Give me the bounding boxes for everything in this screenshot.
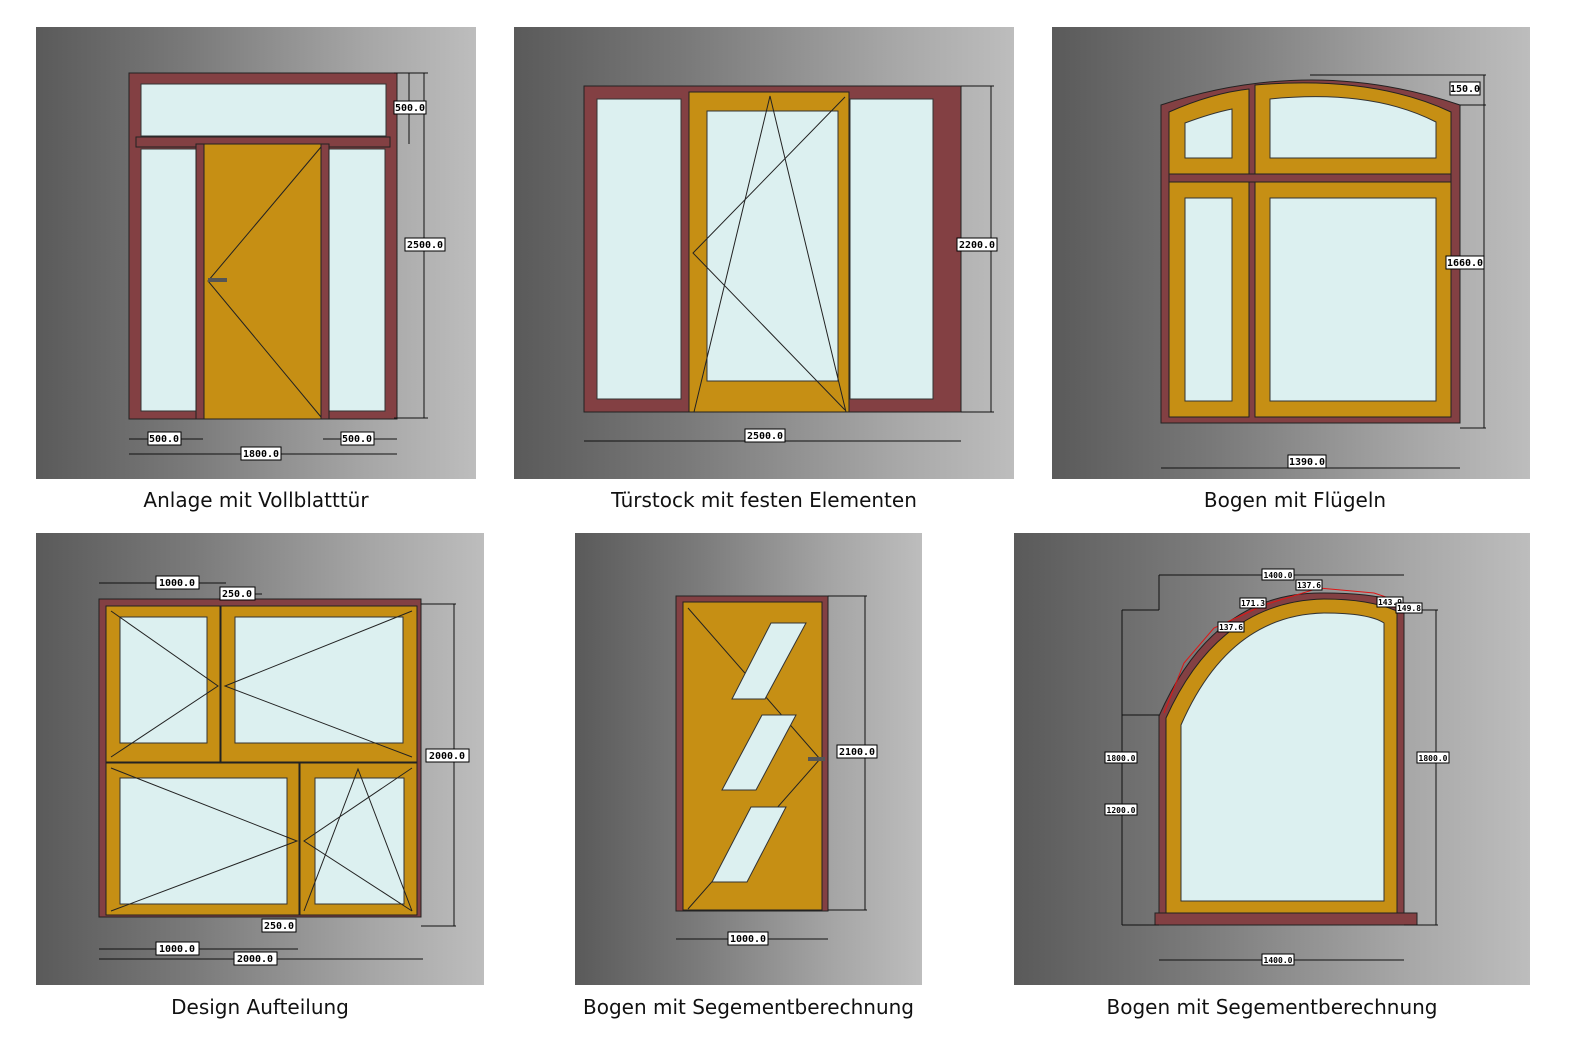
drawing-panel-1: 500.0 2500.0 500.0 500.0 1800.0 (36, 27, 476, 479)
glass-bottom-left (119, 777, 288, 905)
door-glass (706, 110, 839, 382)
caption-4: Design Aufteilung (171, 995, 349, 1019)
dim-bottom-width: 1400.0 (1264, 956, 1293, 965)
right-lower-glass (1269, 197, 1437, 402)
drawing-panel-6: 1400.0 1800.0 1200.0 1800.0 1400.0 137.6… (1014, 533, 1530, 985)
dim-total-height: 2100.0 (839, 747, 875, 758)
dim-right-side-width: 500.0 (342, 434, 372, 445)
dim-left-spring-height: 1200.0 (1107, 806, 1136, 815)
glass-top-right (234, 616, 404, 744)
design-division-drawing: 1000.0 250.0 2000.0 250.0 1000.0 2000.0 (98, 575, 470, 966)
design-glass-3 (711, 806, 787, 883)
drawing-panel-2: 2200.0 2500.0 (514, 27, 1014, 479)
left-upper-glass (1184, 108, 1233, 159)
dim-total-width: 1390.0 (1289, 457, 1325, 468)
design-glass-2 (721, 714, 797, 791)
caption-2: Türstock mit festen Elementen (611, 488, 917, 512)
dim-bottom-split: 1000.0 (159, 944, 195, 955)
door-system-full-leaf-drawing: 500.0 2500.0 500.0 500.0 1800.0 (128, 72, 446, 461)
arch-with-sashes-drawing: 150.0 1660.0 1390.0 (1160, 74, 1486, 469)
drawing-panel-4: 1000.0 250.0 2000.0 250.0 1000.0 2000.0 (36, 533, 484, 985)
dim-top-offset: 250.0 (222, 589, 252, 600)
caption-6: Bogen mit Segementberechnung (1106, 995, 1438, 1019)
drawing-panel-3: 150.0 1660.0 1390.0 (1052, 27, 1530, 479)
door-handle-icon (808, 757, 825, 761)
dim-top-width: 1400.0 (1264, 571, 1293, 580)
caption-5: Bogen mit Segementberechnung (582, 995, 914, 1019)
dim-right-height: 1800.0 (1419, 754, 1448, 763)
drawing-panel-5: 2100.0 1000.0 (575, 533, 922, 985)
tilt-indicator-bottom-right (303, 767, 413, 912)
dim-top-light-height: 500.0 (395, 103, 425, 114)
dim-segment-3: 137.6 (1297, 581, 1321, 590)
dim-bottom-offset: 250.0 (264, 921, 294, 932)
design-glass-1 (731, 622, 807, 700)
right-fixed-glass (849, 98, 934, 400)
right-upper-glass (1269, 96, 1437, 159)
arch-segment-calculation-drawing: 1400.0 1800.0 1200.0 1800.0 1400.0 137.6… (1104, 568, 1450, 966)
design-door-drawing: 2100.0 1000.0 (675, 595, 878, 946)
opening-indicator-top-left (110, 610, 219, 758)
door-handle-icon (208, 278, 227, 282)
glass-top-left (119, 616, 208, 744)
dim-total-width: 2000.0 (237, 954, 273, 965)
dim-arch-rise: 150.0 (1450, 84, 1480, 95)
caption-3: Bogen mit Flügeln (1203, 488, 1387, 512)
right-sidelight-glass (328, 148, 386, 412)
sill (1154, 912, 1418, 926)
caption-1: Anlage mit Vollblatttür (143, 488, 369, 512)
dim-segment-2: 171.3 (1241, 599, 1265, 608)
dim-total-height: 2000.0 (429, 751, 465, 762)
turn-indicator (692, 96, 846, 411)
glass-bottom-right (314, 777, 405, 905)
dim-segment-5: 149.8 (1397, 604, 1421, 613)
dim-total-height: 2500.0 (407, 240, 443, 251)
tilt-indicator (693, 95, 847, 413)
transom-bar (1168, 173, 1452, 183)
dim-segment-1: 137.6 (1219, 623, 1243, 632)
arched-glass (1180, 612, 1385, 902)
dim-segment-4: 143.9 (1378, 598, 1402, 607)
dim-top-split: 1000.0 (159, 578, 195, 589)
dim-left-total-height: 1800.0 (1107, 754, 1136, 763)
opening-indicator-top-right (223, 610, 413, 758)
left-sidelight-glass (140, 148, 197, 412)
left-fixed-glass (596, 98, 682, 400)
dim-total-width: 1000.0 (730, 934, 766, 945)
left-lower-glass (1184, 197, 1233, 402)
dim-side-height: 1660.0 (1447, 258, 1483, 269)
dim-total-width: 1800.0 (243, 449, 279, 460)
opening-indicator-bottom-right (303, 767, 413, 912)
dim-total-height: 2200.0 (959, 240, 995, 251)
opening-indicator-bottom-left (110, 767, 299, 912)
door-frame-fixed-elements-drawing: 2200.0 2500.0 (583, 85, 998, 443)
transom-glass (140, 83, 387, 137)
dim-total-width: 2500.0 (747, 431, 783, 442)
dim-left-side-width: 500.0 (149, 434, 179, 445)
